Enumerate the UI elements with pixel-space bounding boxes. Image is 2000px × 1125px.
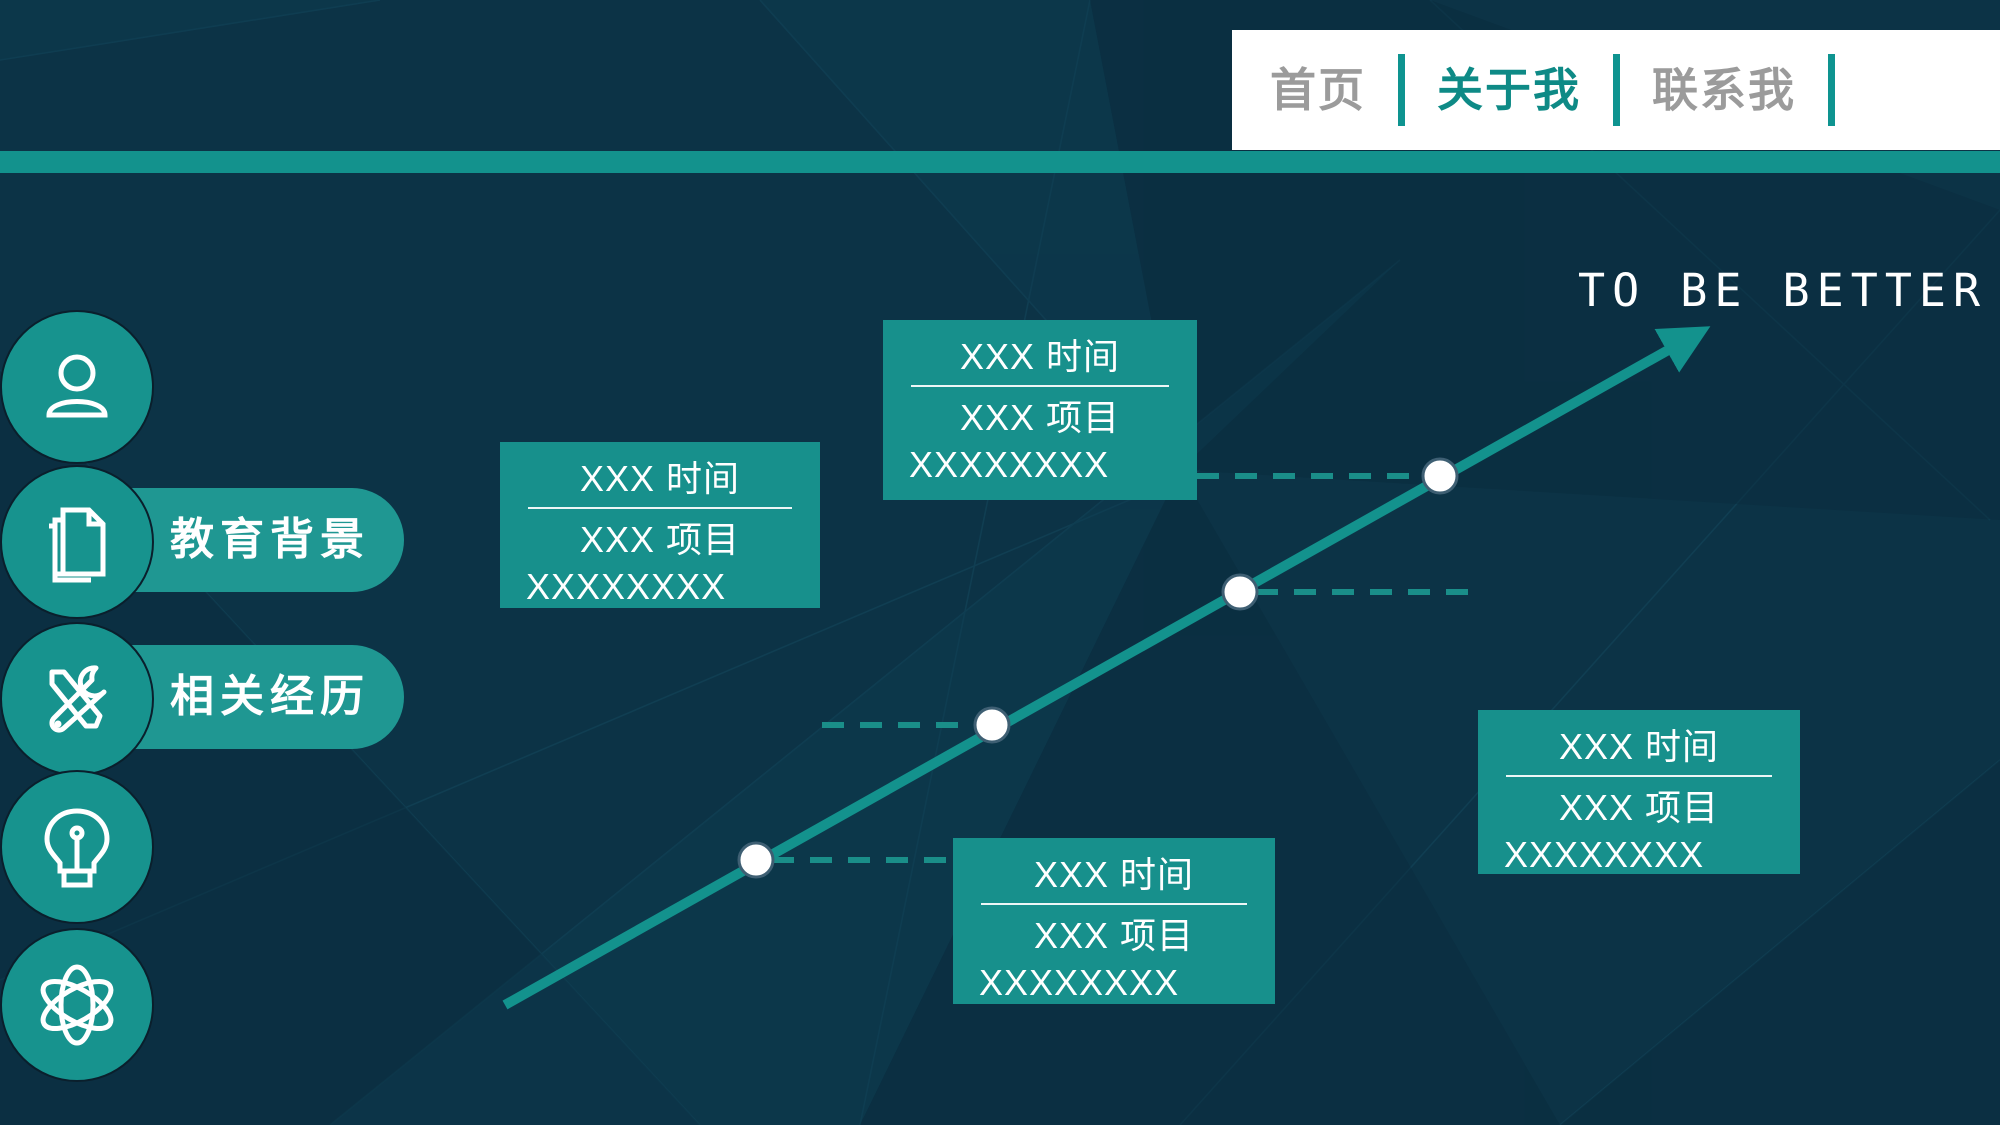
documents-icon xyxy=(49,507,106,583)
nav-item-home[interactable]: 首页 xyxy=(1270,64,1366,116)
nav-divider-1 xyxy=(1398,54,1405,126)
sidebar-icon-circle-ideas[interactable] xyxy=(0,770,154,924)
card-divider xyxy=(911,385,1169,387)
card-divider xyxy=(528,507,792,509)
card-time: XXX 时间 xyxy=(1033,854,1195,895)
user-icon xyxy=(46,354,108,418)
nav-accent-bar xyxy=(0,151,2000,173)
timeline-card[interactable]: XXX 时间 XXX 项目 XXXXXXXX xyxy=(500,442,820,608)
card-project: XXX 项目 xyxy=(959,397,1121,438)
sidebar-icon-circle-science[interactable] xyxy=(0,928,154,1082)
timeline-card[interactable]: XXX 时间 XXX 项目 XXXXXXXX xyxy=(953,838,1275,1004)
sidebar-icon-circle-experience[interactable] xyxy=(0,622,154,776)
card-divider xyxy=(981,903,1247,905)
nav-divider-3 xyxy=(1828,54,1835,126)
sidebar-item-label-experience: 相关经历 xyxy=(170,672,370,721)
card-detail: XXXXXXXX xyxy=(1504,833,1705,875)
card-detail: XXXXXXXX xyxy=(526,565,727,607)
sidebar-item-label-education: 教育背景 xyxy=(170,515,370,564)
nav-divider-2 xyxy=(1613,54,1620,126)
nav-item-contact[interactable]: 联系我 xyxy=(1652,64,1796,116)
card-divider xyxy=(1506,775,1772,777)
lightbulb-icon xyxy=(44,808,110,888)
card-time: XXX 时间 xyxy=(959,336,1121,377)
sidebar: 教育背景 相关经历 xyxy=(0,0,440,1125)
goal-label: TO BE BETTER xyxy=(1578,264,1988,317)
card-detail: XXXXXXXX xyxy=(909,443,1110,485)
card-time: XXX 时间 xyxy=(579,458,741,499)
card-project: XXX 项目 xyxy=(579,519,741,560)
nav-item-about[interactable]: 关于我 xyxy=(1437,64,1581,116)
atom-icon xyxy=(40,964,114,1046)
sidebar-icon-circle-profile[interactable] xyxy=(0,310,154,464)
card-detail: XXXXXXXX xyxy=(979,961,1180,1003)
card-time: XXX 时间 xyxy=(1558,726,1720,767)
card-project: XXX 项目 xyxy=(1558,787,1720,828)
card-project: XXX 项目 xyxy=(1033,915,1195,956)
timeline-card[interactable]: XXX 时间 XXX 项目 XXXXXXXX xyxy=(1478,710,1800,875)
timeline-card[interactable]: XXX 时间 XXX 项目 XXXXXXXX xyxy=(883,320,1197,500)
tools-icon xyxy=(49,665,107,733)
sidebar-icon-circle-education[interactable] xyxy=(0,465,154,619)
top-navigation: 首页 关于我 联系我 xyxy=(1232,30,2000,150)
